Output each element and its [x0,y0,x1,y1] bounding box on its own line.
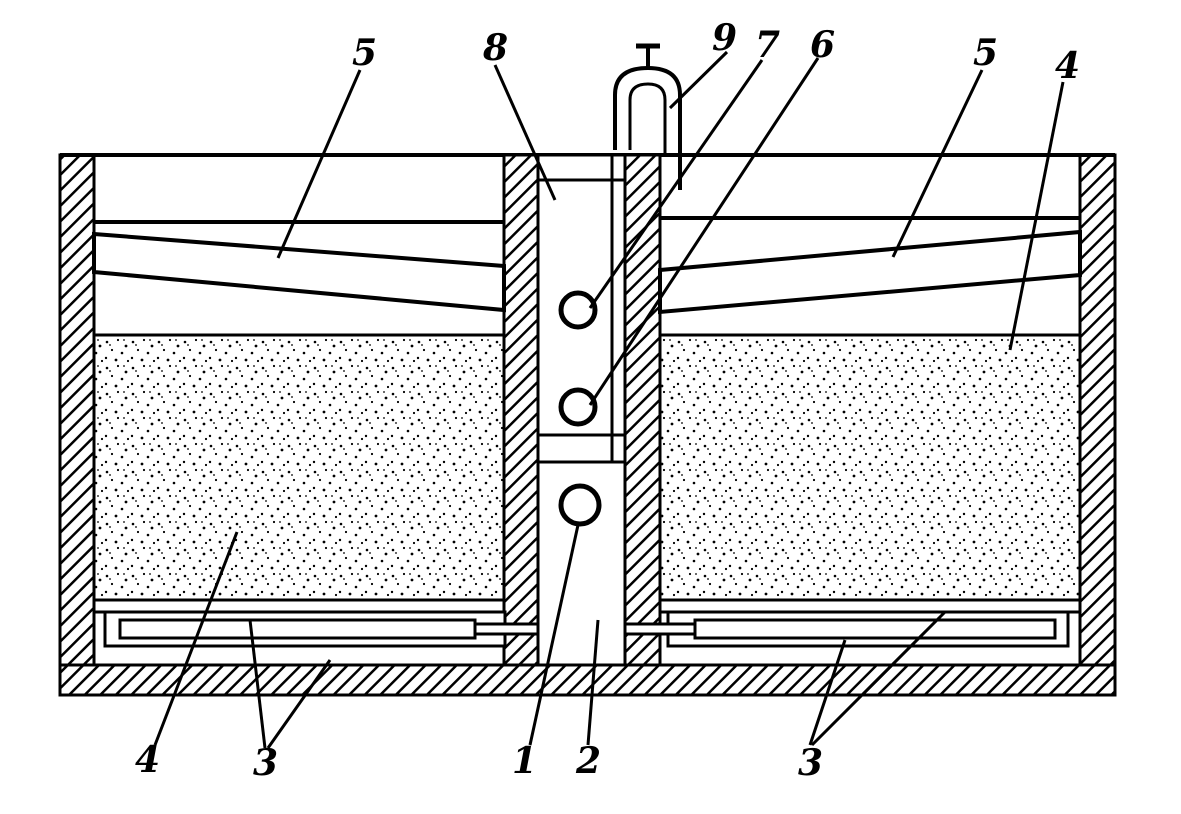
label-launder-right: 5 [973,32,998,74]
label-valve: 9 [712,17,737,59]
label-sand-left: 4 [135,739,160,781]
launder-right [658,229,1082,315]
underdrains [92,598,1082,648]
central-chambers [538,155,627,665]
launder-left [92,231,506,313]
label-pipe-right: 3 [798,742,823,784]
left-wall [58,153,96,697]
filter-media [92,333,1082,602]
valve [613,43,682,190]
port-middle [558,387,598,427]
label-top-chamber: 8 [482,27,508,69]
label-pipe-left: 3 [253,742,278,784]
right-wall [1078,153,1117,697]
label-port-upper: 7 [755,24,780,66]
ports [558,290,602,527]
leader-lines [153,50,1065,749]
sand-bed-left [92,333,506,602]
inner-wall-left [502,153,540,667]
label-sand-right: 4 [1055,45,1080,87]
port-upper [558,290,598,330]
labels: 5 8 9 7 6 5 4 4 3 1 2 3 [135,17,1080,784]
label-launder-left: 5 [352,32,377,74]
tank-floor [58,663,1117,697]
label-central-channel: 2 [575,740,601,782]
label-port-bottom: 1 [512,740,537,782]
launders [92,216,1082,315]
label-port-middle: 6 [810,24,835,66]
port-bottom [558,483,602,527]
sand-bed-right [658,333,1082,602]
